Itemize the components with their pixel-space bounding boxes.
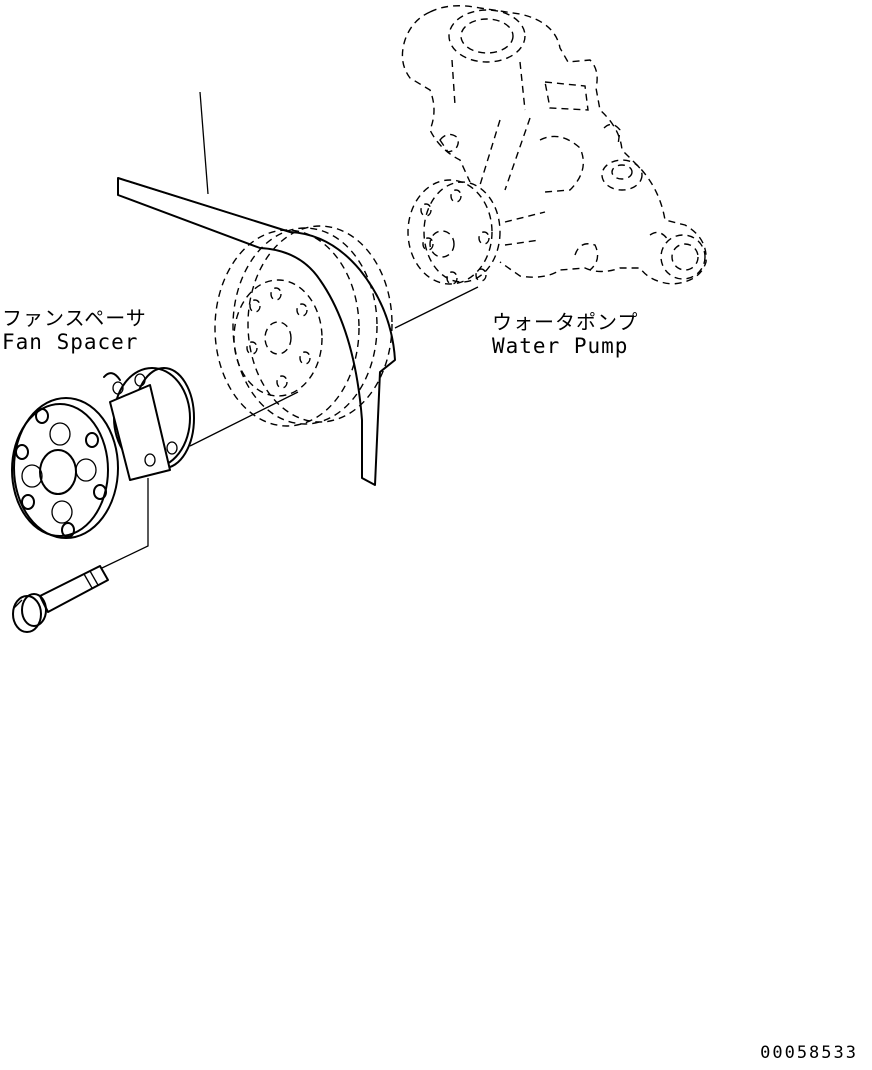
mounting-bolt <box>12 565 109 633</box>
fan-belt <box>117 177 396 486</box>
fan-pulley <box>214 225 393 427</box>
water-pump-outline <box>401 5 707 285</box>
fan-spacer-label-jp: ファンスペーサ <box>2 306 147 330</box>
water-pump-label: ウォータポンプ Water Pump <box>492 310 639 359</box>
fan-spacer-label: ファンスペーサ Fan Spacer <box>2 306 147 355</box>
fan-spacer-part <box>11 367 195 539</box>
water-pump-label-en: Water Pump <box>492 334 629 358</box>
water-pump-label-jp: ウォータポンプ <box>492 310 639 334</box>
drawing-number: 00058533 <box>760 1043 858 1063</box>
fan-spacer-label-en: Fan Spacer <box>2 330 139 354</box>
leader-lines <box>101 91 479 569</box>
